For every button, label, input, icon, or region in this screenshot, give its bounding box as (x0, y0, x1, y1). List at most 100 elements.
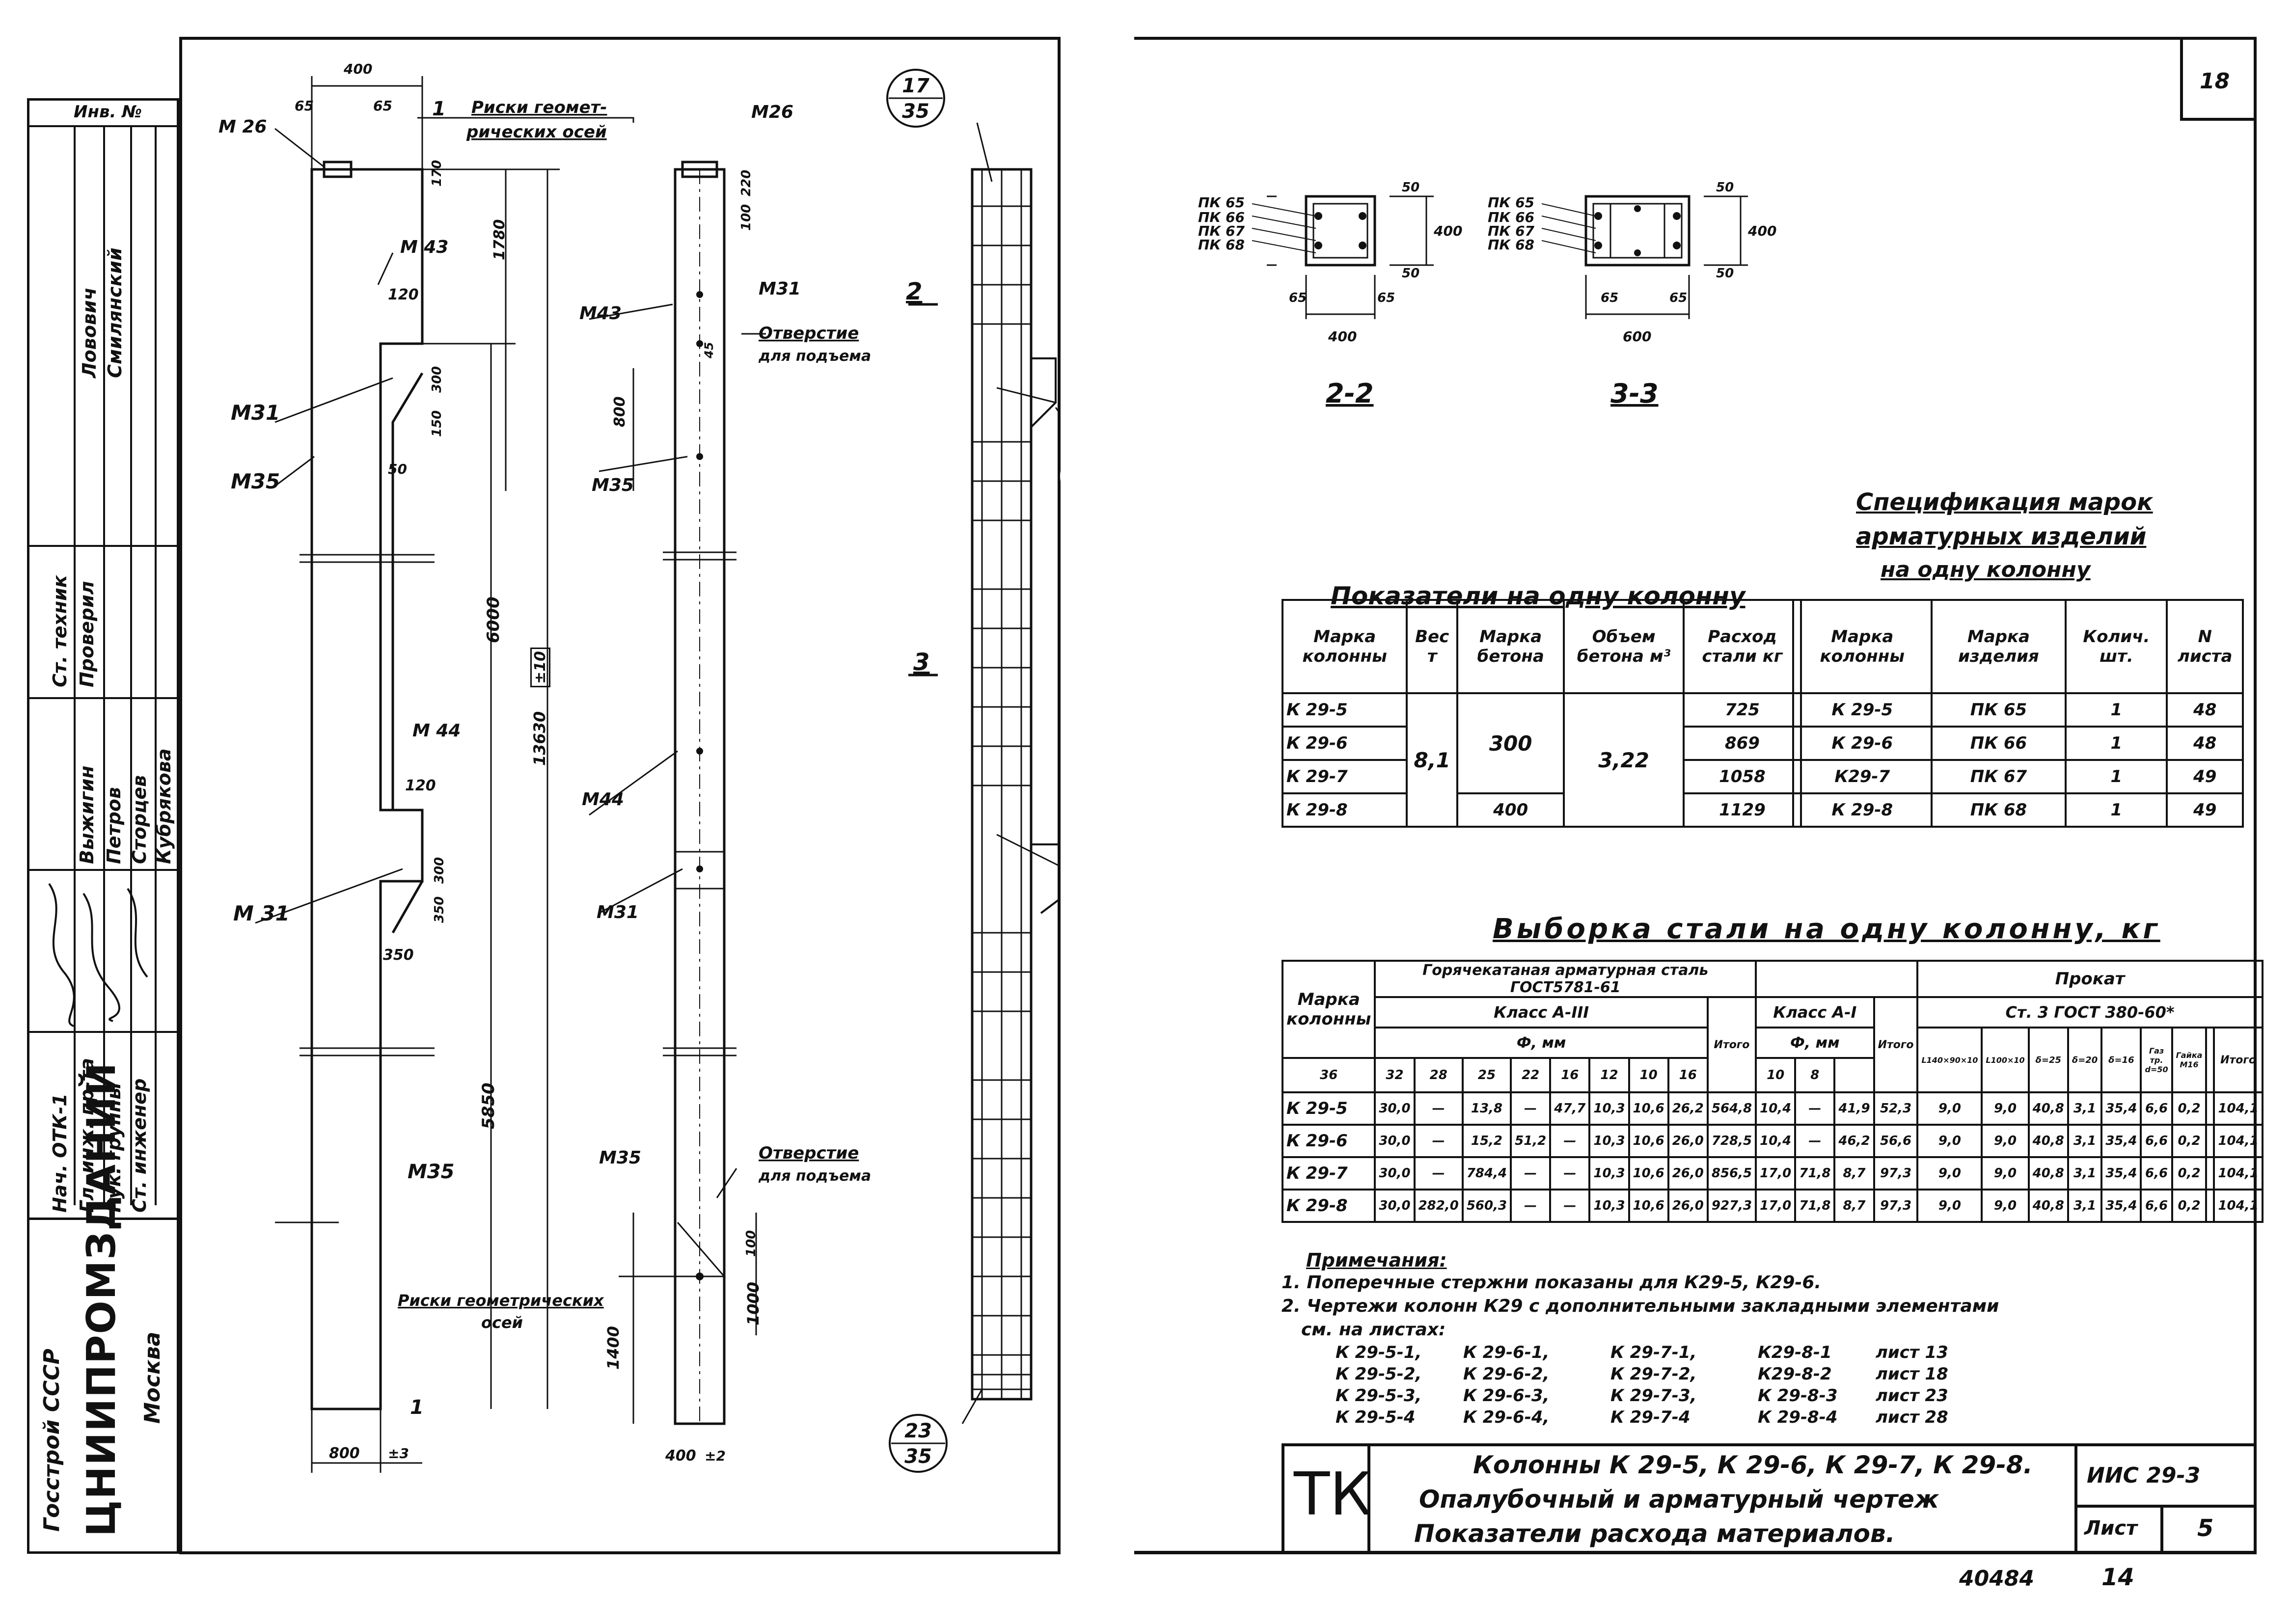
steel-table: Марка колонны Горячекатаная арматурная с… (1281, 960, 2264, 1223)
steel-cell: 0,2 (2171, 1189, 2208, 1223)
ind-r4-mark: К 29-8 (1281, 792, 1408, 828)
stamp-col3 (130, 125, 132, 1205)
steel-cell: 10,3 (1588, 1189, 1630, 1223)
steel-cell: 35,4 (2100, 1156, 2142, 1191)
risk-note-1: Риски геомет- (471, 98, 607, 117)
label-m44-left: М 44 (412, 721, 461, 741)
steel-cell: 8,7 (1833, 1156, 1875, 1191)
steel-cell: 47,7 (1549, 1091, 1591, 1126)
steel-h-phi: Ф, мм (1374, 1027, 1709, 1059)
ind-concrete-300: 300 (1456, 692, 1565, 794)
note-ref: К 29-5-2, (1336, 1364, 1422, 1384)
dim-300b: 300 (432, 857, 447, 884)
steel-cell (2205, 1124, 2215, 1158)
note-ref: К 29-7-3, (1610, 1386, 1697, 1406)
d3-0: 36 (1281, 1057, 1376, 1093)
dim-120b: 120 (405, 777, 436, 794)
note-1: 1. Поперечные стержни показаны для К29-5… (1282, 1272, 1822, 1293)
signatures (48, 883, 148, 1027)
steel-h-hot-tail (1755, 960, 1919, 997)
steel-cell: 784,4 (1461, 1156, 1512, 1191)
steel-cell: 10,4 (1755, 1124, 1797, 1158)
title-line-3: Показатели расхода материалов. (1414, 1519, 1895, 1548)
note-ref: К 29-8-3 (1758, 1386, 1838, 1406)
d1-2: 8 (1794, 1057, 1836, 1093)
steel-cell: 9,0 (1981, 1091, 2030, 1126)
rolled-itogo: Итого (2213, 1027, 2264, 1093)
steel-cell: — (1413, 1091, 1464, 1126)
sec33-label: 3-3 (1610, 378, 1659, 409)
dim-1780: 1780 (491, 219, 508, 261)
spec-h-qty: Колич. шт. (2065, 599, 2168, 694)
spec-r2-c3: 1 (2065, 726, 2168, 761)
steel-cell: 10,6 (1628, 1124, 1669, 1158)
spec-h-mark: Марка колонны (1792, 599, 1933, 694)
label-m44-right: М44 (582, 789, 624, 810)
steel-cell: 9,0 (1981, 1156, 2030, 1191)
rolled-c4: δ=20 (2067, 1027, 2103, 1093)
callout-4-top: 23 (904, 1420, 932, 1442)
d3-5: 16 (1549, 1057, 1591, 1093)
title-line-2: Опалубочный и арматурный чертеж (1419, 1485, 1939, 1514)
steel-cell: 9,0 (1916, 1189, 1983, 1223)
right-bottom-line (1134, 1551, 2257, 1554)
rolled-c2: L100×10 (1981, 1027, 2030, 1093)
steel-cell: 104,1 (2213, 1091, 2264, 1126)
label-m26-right: М26 (751, 102, 793, 122)
steel-cell: — (1549, 1124, 1591, 1158)
steel-cell: — (1413, 1156, 1464, 1191)
steel-cell: 26,2 (1667, 1091, 1709, 1126)
pk-3-1: ПК 65 (1488, 194, 1534, 211)
left-stamp (27, 98, 179, 1554)
cut-3-left: 3 (913, 649, 929, 676)
spec-r2-c2: ПК 66 (1930, 726, 2067, 761)
steel-cell: 26,0 (1667, 1124, 1709, 1158)
steel-cell: — (1510, 1091, 1552, 1126)
hole-label-2: для подъема (758, 348, 871, 365)
pk-3-2: ПК 66 (1488, 209, 1534, 225)
steel-cell: — (1794, 1124, 1836, 1158)
note-ref: К 29-6-4, (1463, 1407, 1550, 1427)
sec-mark-1-bottom: 1 (410, 1396, 424, 1419)
stamp-role-st-tech: Ст. техник (49, 575, 71, 687)
label-m31a: М31 (231, 401, 280, 425)
spec-r1-c2: ПК 65 (1930, 692, 2067, 728)
stamp-top-name-1: Ловович (79, 287, 100, 378)
note-ref: К 29-5-3, (1336, 1386, 1422, 1406)
steel-cell: — (1510, 1189, 1552, 1223)
steel-cell: 10,3 (1588, 1156, 1630, 1191)
title-sheet-label: Лист (2084, 1517, 2138, 1540)
sec22-400w: 400 (1328, 328, 1357, 345)
note-ref: К 29-5-4 (1336, 1407, 1416, 1427)
steel-cell: 6,6 (2140, 1091, 2173, 1126)
steel-h-mark: Марка колонны (1281, 960, 1376, 1059)
steel-h-phi2: Ф, мм (1755, 1027, 1875, 1059)
steel-cell: 40,8 (2027, 1156, 2069, 1191)
ind-h-weight: Вес т (1406, 599, 1459, 694)
label-m31b-right: М31 (597, 902, 639, 922)
steel-cell: 35,4 (2100, 1124, 2142, 1158)
steel-h-rolled-std: Ст. 3 ГОСТ 380-60* (1916, 996, 2264, 1029)
spec-title-1: Спецификация марок (1856, 488, 2153, 516)
note-ref: лист 13 (1876, 1343, 1948, 1362)
steel-cell: 856,5 (1706, 1156, 1757, 1191)
steel-cell: 10,4 (1755, 1091, 1797, 1126)
stamp-name-4: Кубрякова (153, 748, 175, 864)
note-ref: лист 28 (1876, 1407, 1948, 1427)
spec-r1-c1: К 29-5 (1792, 692, 1933, 728)
cut-2-left: 2 (906, 278, 922, 305)
steel-cell: 30,0 (1374, 1124, 1416, 1158)
note-ref: К 29-6-1, (1463, 1343, 1550, 1362)
label-m35b-right: М35 (599, 1148, 641, 1168)
ind-r4-steel: 1129 (1682, 792, 1802, 828)
steel-cell: 52,3 (1873, 1091, 1919, 1126)
steel-h-itogo-2: Итого (1873, 996, 1919, 1093)
rolled-c7: Гайка М16 (2171, 1027, 2208, 1093)
dim-120a: 120 (388, 286, 419, 303)
title-tk: ТК (1294, 1461, 1372, 1529)
spec-r1-c4: 48 (2166, 692, 2244, 728)
spec-r3-c3: 1 (2065, 759, 2168, 794)
tol-3: ±3 (388, 1445, 409, 1462)
